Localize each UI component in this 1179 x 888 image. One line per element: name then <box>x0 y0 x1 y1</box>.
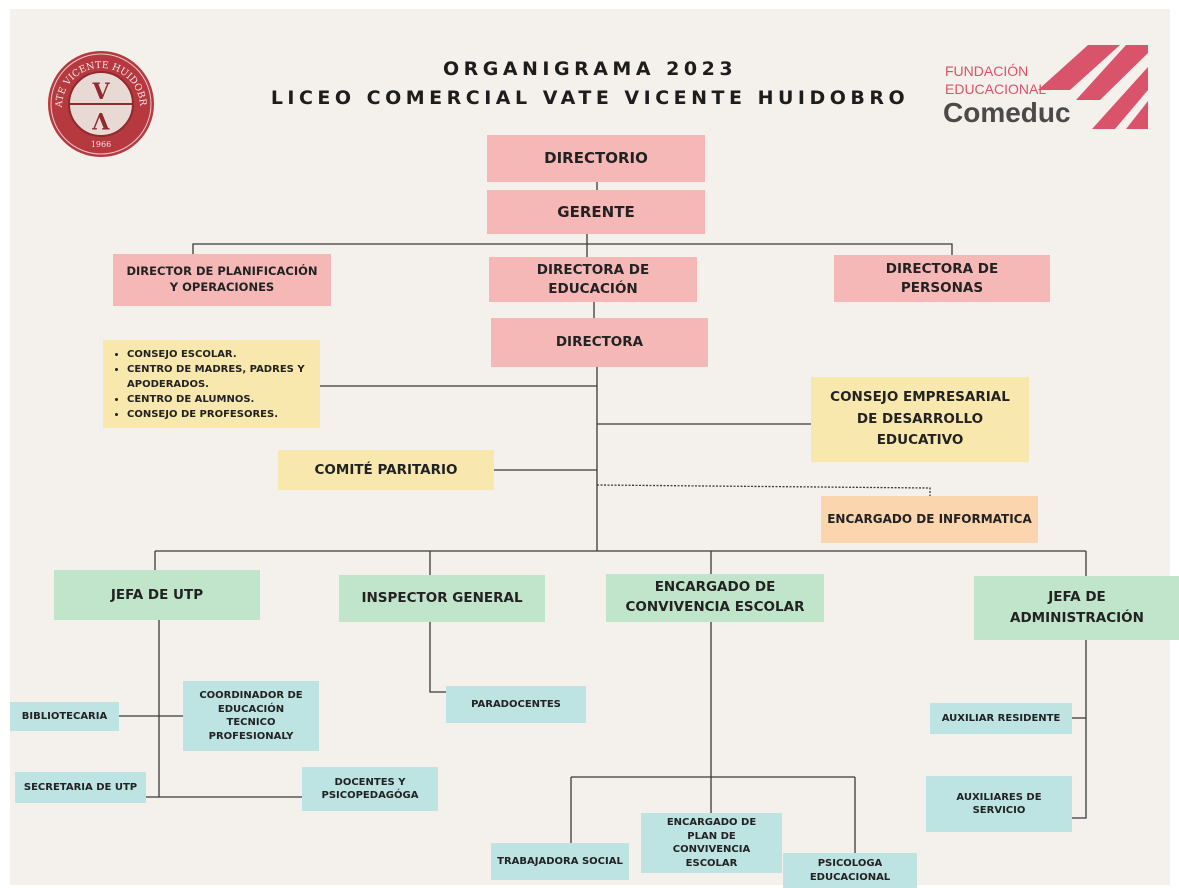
node-paradocentes: PARADOCENTES <box>446 686 586 723</box>
list-item: CENTRO DE MADRES, PADRES Y APODERADOS. <box>127 362 314 392</box>
connector-line <box>192 243 953 255</box>
connector-line <box>596 484 931 496</box>
chart-title-line1: ORGANIGRAMA 2023 <box>442 58 738 80</box>
node-encargado-plan: ENCARGADO DE PLAN DE CONVIVENCIA ESCOLAR <box>641 813 782 873</box>
comeduc-line1: FUNDACIÓN <box>945 63 1029 79</box>
node-encargado-convivencia: ENCARGADO DE CONVIVENCIA ESCOLAR <box>606 574 824 622</box>
node-director-planificacion: DIRECTOR DE PLANIFICACIÓN Y OPERACIONES <box>113 254 331 306</box>
consejos-bullet-list: CONSEJO ESCOLAR. CENTRO DE MADRES, PADRE… <box>109 347 314 422</box>
school-logo: VATE VICENTE HUIDOBRO V V 1966 <box>46 49 154 157</box>
node-gerente: GERENTE <box>487 190 705 234</box>
node-bibliotecaria: BIBLIOTECARIA <box>10 702 119 731</box>
node-secretaria-utp: SECRETARIA DE UTP <box>15 772 146 803</box>
comeduc-stripes-icon <box>1038 45 1148 129</box>
chart-title-line2: LICEO COMERCIAL VATE VICENTE HUIDOBRO <box>270 87 910 109</box>
comeduc-logo: FUNDACIÓN EDUCACIONAL Comeduc <box>943 45 1150 135</box>
node-directorio: DIRECTORIO <box>487 135 705 182</box>
node-auxiliares-servicio: AUXILIARES DE SERVICIO <box>926 776 1072 832</box>
node-jefa-administracion: JEFA DE ADMINISTRACIÓN <box>974 576 1179 640</box>
connector-line <box>1072 640 1087 819</box>
list-item: CONSEJO ESCOLAR. <box>127 347 314 362</box>
node-consejo-empresarial: CONSEJO EMPRESARIAL DE DESARROLLO EDUCAT… <box>811 377 1029 462</box>
svg-text:V: V <box>91 79 110 105</box>
node-directora-educacion: DIRECTORA DE EDUCACIÓN <box>489 257 697 302</box>
node-directora-personas: DIRECTORA DE PERSONAS <box>834 255 1050 302</box>
node-trabajadora-social: TRABAJADORA SOCIAL <box>491 843 629 880</box>
node-comite-paritario: COMITÉ PARITARIO <box>278 450 494 490</box>
node-psicologa: PSICOLOGA EDUCACIONAL <box>783 853 917 888</box>
node-directora: DIRECTORA <box>491 318 708 367</box>
comeduc-line2: EDUCACIONAL <box>945 81 1047 97</box>
node-docentes: DOCENTES Y PSICOPEDAGÓGA <box>302 767 438 811</box>
svg-text:V: V <box>92 107 111 133</box>
node-coordinador-tecnico: COORDINADOR DE EDUCACIÓN TECNICO PROFESI… <box>183 681 319 751</box>
node-inspector-general: INSPECTOR GENERAL <box>339 575 545 622</box>
node-encargado-informatica: ENCARGADO DE INFORMATICA <box>821 496 1038 543</box>
school-logo-year: 1966 <box>91 140 111 149</box>
connector-line <box>429 622 446 693</box>
node-auxiliar-residente: AUXILIAR RESIDENTE <box>930 703 1072 734</box>
list-item: CENTRO DE ALUMNOS. <box>127 392 314 407</box>
comeduc-line3: Comeduc <box>943 97 1071 128</box>
node-consejos-list: CONSEJO ESCOLAR. CENTRO DE MADRES, PADRE… <box>103 340 320 428</box>
list-item: CONSEJO DE PROFESORES. <box>127 407 314 422</box>
node-jefa-utp: JEFA DE UTP <box>54 570 260 620</box>
